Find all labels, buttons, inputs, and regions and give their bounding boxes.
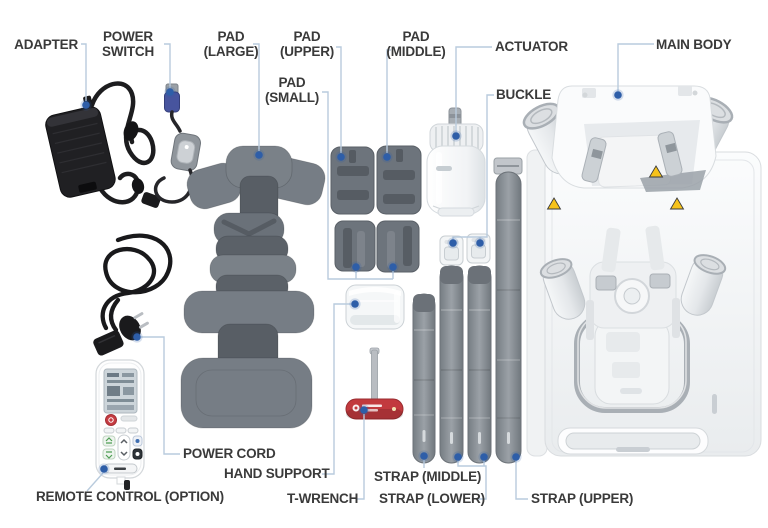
label-adapter-text: ADAPTER [14,37,78,52]
t-wrench-part [345,347,404,420]
pad-large-part [180,145,326,429]
label-t-wrench: T-WRENCH [287,491,359,506]
label-pad-upper: PAD (UPPER) [279,29,335,60]
pad-small-pair-part [334,220,420,273]
strap-lower-pair-part [439,265,492,464]
leader-lines [81,43,654,500]
buckle-part [439,233,491,266]
label-power-switch: POWER SWITCH [101,29,155,60]
leader-dots [80,86,624,475]
main-body-part [522,85,762,457]
label-pad-small: PAD (SMALL) [264,75,320,106]
strap-upper-part [493,157,523,464]
pad-middle-part [376,145,422,215]
label-adapter: ADAPTER [10,37,78,52]
label-remote-control: REMOTE CONTROL (OPTION) [36,489,224,504]
label-actuator: ACTUATOR [495,39,568,54]
label-main-body: MAIN BODY [656,37,732,52]
remote-control-part [95,359,145,490]
hand-support-part [345,284,405,330]
power-cord-part [93,233,173,356]
warning-triangle-icon [546,165,685,210]
adapter-part [45,81,161,208]
pad-upper-part [330,146,375,215]
label-strap-lower: STRAP (LOWER) [379,491,485,506]
label-hand-support: HAND SUPPORT [224,466,330,481]
label-power-cord: POWER CORD [183,446,276,461]
label-strap-middle: STRAP (MIDDLE) [374,469,482,484]
strap-middle-part [412,293,436,464]
actuator-part [426,107,486,217]
label-buckle: BUCKLE [496,87,552,102]
label-strap-upper: STRAP (UPPER) [531,491,634,506]
label-pad-middle: PAD (MIDDLE) [386,29,446,60]
label-pad-large: PAD (LARGE) [203,29,259,60]
